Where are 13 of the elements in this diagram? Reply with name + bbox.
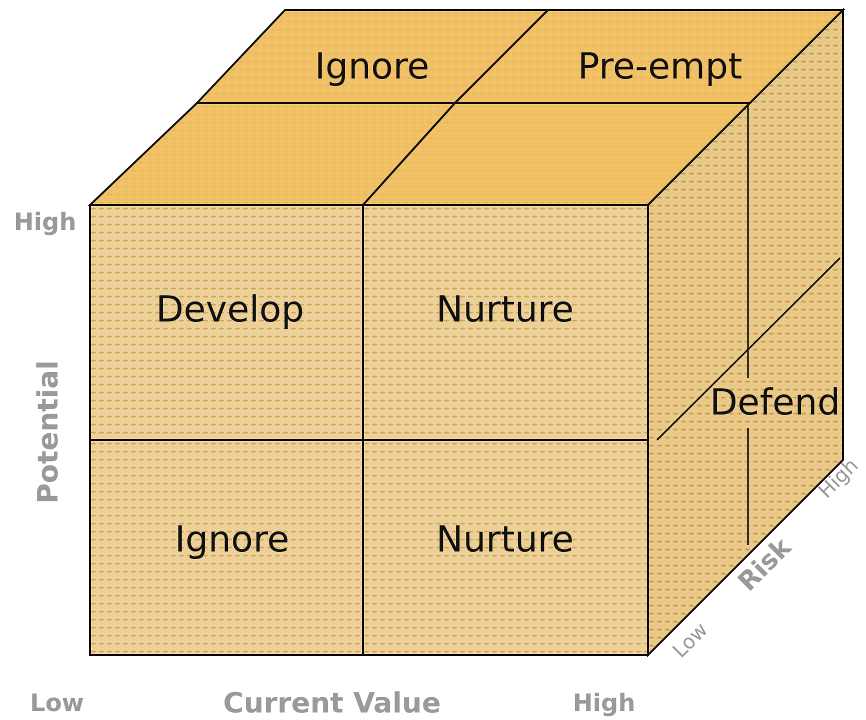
cell-label: Pre-empt bbox=[578, 46, 742, 88]
cell-label: Nurture bbox=[436, 290, 574, 330]
cell-label: Ignore bbox=[174, 520, 290, 560]
axis-title: Current Value bbox=[223, 686, 441, 720]
cell-label: Defend bbox=[710, 382, 840, 424]
axis-title: Potential bbox=[32, 360, 64, 504]
cell-label: Nurture bbox=[436, 520, 574, 560]
axis-tick-label: Low bbox=[30, 689, 84, 717]
cell-label: Develop bbox=[156, 290, 304, 330]
cell-label: Ignore bbox=[314, 46, 430, 88]
axis-tick-label: High bbox=[14, 208, 76, 236]
axis-tick-label: High bbox=[572, 689, 636, 717]
axis-tick-label: Low bbox=[668, 618, 712, 662]
